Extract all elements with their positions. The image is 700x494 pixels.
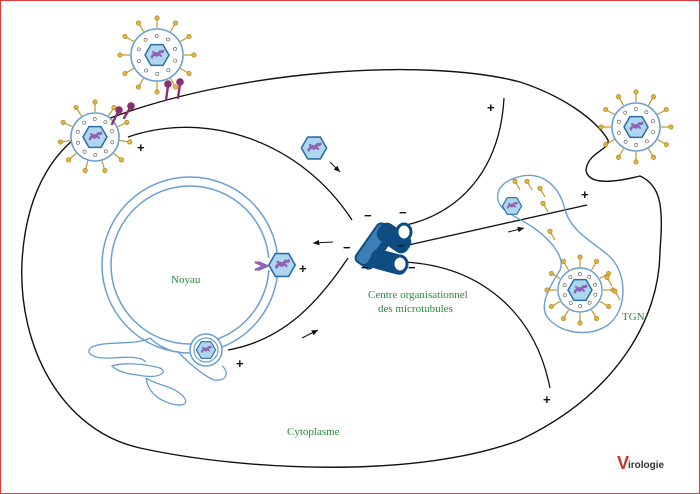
svg-text:−: − — [408, 260, 416, 275]
label-cytoplasm: Cytoplasme — [287, 426, 340, 438]
capsid-perinuclear — [195, 340, 217, 360]
svg-text:+: + — [137, 140, 145, 155]
microtubule-polarity-signs: + + + + + + − − − − − − — [137, 100, 589, 407]
label-tgn: TGN — [622, 311, 645, 323]
tgn-compartment — [496, 174, 624, 334]
svg-text:−: − — [364, 208, 372, 223]
svg-text:+: + — [543, 392, 551, 407]
label-mtoc-line2: des microtubules — [378, 303, 453, 315]
endoplasmic-reticulum — [88, 337, 227, 406]
enveloped-virion-attachment — [57, 99, 133, 174]
svg-text:−: − — [361, 260, 369, 275]
plasma-membrane — [21, 68, 663, 468]
svg-text:+: + — [236, 356, 244, 371]
microtubules — [127, 97, 588, 389]
svg-text:+: + — [581, 187, 589, 202]
svg-text:+: + — [487, 100, 495, 115]
svg-text:+: + — [299, 261, 307, 276]
logo-text: irologie — [628, 460, 665, 471]
mtoc-centrioles — [354, 222, 413, 275]
transport-arrows — [301, 161, 525, 339]
capsid-at-nuclear-pore — [254, 252, 297, 278]
label-nucleus: Noyau — [171, 274, 201, 286]
logo-initial: V — [617, 453, 629, 473]
svg-text:−: − — [397, 238, 405, 253]
svg-text:−: − — [343, 240, 351, 255]
svg-text:−: − — [399, 205, 407, 220]
enveloped-virion-released — [598, 89, 674, 165]
nucleus — [101, 176, 279, 367]
label-mtoc-line1: Centre organisationnel — [368, 289, 468, 301]
virologie-logo: V irologie — [617, 453, 665, 473]
free-capsid-cytoplasm — [300, 135, 328, 161]
enveloped-virion-extracellular — [117, 15, 197, 95]
cell-receptors — [110, 78, 184, 126]
